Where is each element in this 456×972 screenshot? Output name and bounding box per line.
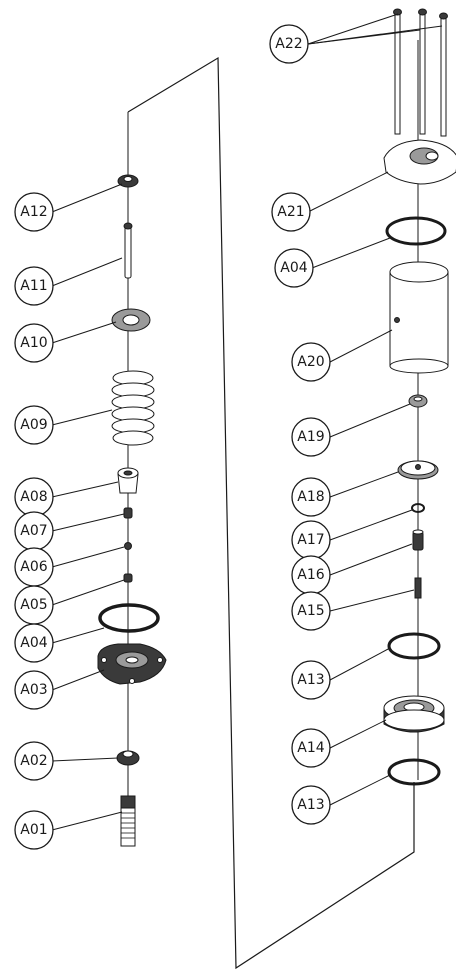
part-a21-cap [383, 139, 456, 185]
callout-a13-lower-label: A13 [297, 797, 324, 813]
callout-a10-label: A10 [20, 335, 47, 351]
callout-a20: A20 [291, 342, 331, 382]
callout-a08-label: A08 [20, 489, 47, 505]
callout-a03: A03 [14, 670, 54, 710]
callout-a11-label: A11 [20, 278, 47, 294]
callout-a06: A06 [14, 547, 54, 587]
callout-a16-label: A16 [297, 567, 324, 583]
callout-a13-lower: A13 [291, 785, 331, 825]
part-a10-washer [111, 308, 151, 332]
part-a16-fitting [412, 529, 424, 551]
callout-a20-label: A20 [297, 354, 324, 370]
callout-a17: A17 [291, 520, 331, 560]
part-a13-ring-upper [387, 632, 441, 660]
callout-a10: A10 [14, 323, 54, 363]
callout-a13-upper: A13 [291, 660, 331, 700]
part-a15-screw [414, 577, 422, 599]
callout-a22: A22 [269, 24, 309, 64]
part-a03-flange-body [97, 643, 167, 685]
callout-a04-right-label: A04 [280, 260, 307, 276]
callout-a14: A14 [291, 728, 331, 768]
part-a13-ring-lower [387, 758, 441, 786]
callout-a18-label: A18 [297, 489, 324, 505]
callout-a16: A16 [291, 555, 331, 595]
callout-a18: A18 [291, 477, 331, 517]
callout-a17-label: A17 [297, 532, 324, 548]
callout-a04-right: A04 [274, 248, 314, 288]
callout-a13-upper-label: A13 [297, 672, 324, 688]
part-a08-hex-nut [117, 467, 139, 494]
part-a19-small-cap [408, 394, 428, 408]
callout-a12: A12 [14, 192, 54, 232]
callout-a07-label: A07 [20, 523, 47, 539]
callout-a09: A09 [14, 405, 54, 445]
callout-a11: A11 [14, 266, 54, 306]
callout-a05-label: A05 [20, 597, 47, 613]
callout-a01-label: A01 [20, 822, 47, 838]
callout-a15: A15 [291, 591, 331, 631]
part-a22-bolts [393, 8, 448, 137]
callout-a06-label: A06 [20, 559, 47, 575]
part-a06-ball [124, 542, 132, 550]
callout-a21: A21 [271, 192, 311, 232]
callout-a02: A02 [14, 741, 54, 781]
callout-a04-left: A04 [14, 623, 54, 663]
callout-a19-label: A19 [297, 429, 324, 445]
part-a04-oring-left [98, 603, 160, 633]
part-a14-piston [383, 695, 445, 733]
part-a17-washer [411, 503, 425, 513]
part-a05-seat [123, 573, 133, 583]
callout-a22-label: A22 [275, 36, 302, 52]
leader-lines [51, 13, 443, 831]
part-a20-cylinder [389, 261, 449, 374]
part-a07-spacer [123, 507, 133, 519]
callout-a19: A19 [291, 417, 331, 457]
part-a04-oring-right [385, 216, 447, 246]
part-a12-nut [117, 174, 139, 188]
assembly-frame [127, 56, 415, 970]
callout-a07: A07 [14, 511, 54, 551]
part-a02-nut [116, 750, 140, 766]
callout-a12-label: A12 [20, 204, 47, 220]
callout-a14-label: A14 [297, 740, 324, 756]
callout-a15-label: A15 [297, 603, 324, 619]
part-a18-disc [397, 460, 439, 480]
callout-a02-label: A02 [20, 753, 47, 769]
callout-a05: A05 [14, 585, 54, 625]
callout-a01: A01 [14, 810, 54, 850]
callout-a21-label: A21 [277, 204, 304, 220]
part-a11-pin [123, 222, 133, 279]
callout-a08: A08 [14, 477, 54, 517]
callout-a04-left-label: A04 [20, 635, 47, 651]
callout-a09-label: A09 [20, 417, 47, 433]
part-a09-spring [111, 370, 155, 446]
callout-a03-label: A03 [20, 682, 47, 698]
part-a01-fitting [120, 795, 136, 847]
